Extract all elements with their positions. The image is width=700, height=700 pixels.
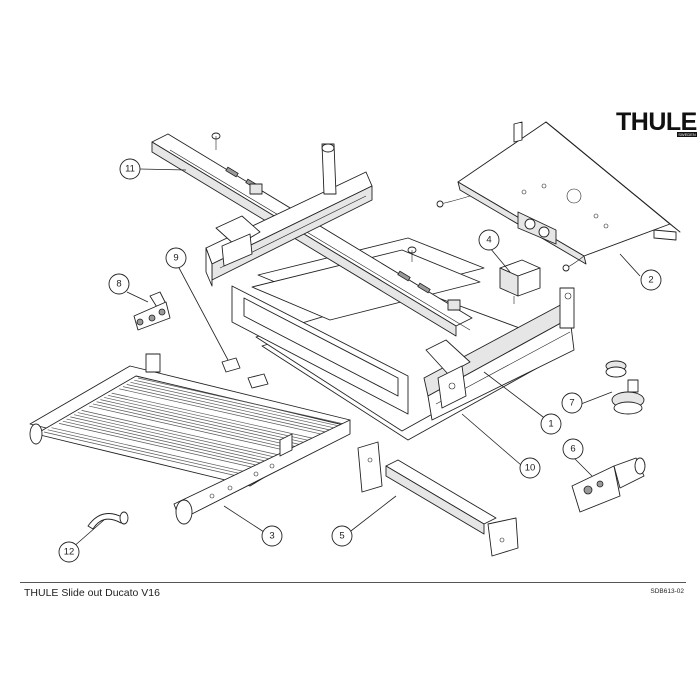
callout-6: 6 — [562, 438, 584, 460]
tread-rib — [51, 427, 254, 475]
tread-rib — [130, 381, 337, 429]
gear-set-part — [605, 360, 645, 415]
front-frame-part — [231, 285, 575, 421]
tread-rib — [85, 407, 290, 456]
callout-1: 1 — [540, 413, 562, 435]
tread-rib — [92, 403, 298, 451]
svg-text:10: 10 — [525, 463, 536, 474]
tread-rib — [126, 384, 333, 431]
tread-rib — [77, 412, 282, 459]
tread-rib — [55, 424, 259, 473]
tread-rib — [81, 410, 286, 457]
svg-text:5: 5 — [339, 531, 344, 542]
callout-9: 9 — [165, 247, 187, 269]
svg-text:4: 4 — [486, 235, 491, 246]
leader-lines — [71, 168, 641, 549]
tread-rib — [119, 388, 325, 436]
callout-2: 2 — [640, 269, 662, 291]
tread-rib — [74, 414, 278, 462]
document-code: SDB613-02 — [650, 588, 684, 595]
tread-rib — [96, 401, 301, 449]
svg-text:3: 3 — [269, 531, 274, 542]
step-tread-part — [29, 353, 351, 525]
svg-text:6: 6 — [570, 444, 575, 455]
svg-text:2: 2 — [648, 275, 653, 286]
tread-rib — [122, 386, 329, 433]
svg-text:1: 1 — [548, 419, 553, 430]
tread-rib — [107, 394, 313, 442]
footer-divider — [20, 582, 686, 583]
footer-title: THULE Slide out Ducato V16 — [24, 587, 160, 599]
callout-11: 11 — [119, 158, 141, 180]
tread-rib — [100, 399, 305, 446]
tread-rib — [111, 392, 317, 440]
callout-8: 8 — [108, 273, 130, 295]
tread-rib — [89, 405, 294, 453]
rear-frame-part — [151, 132, 473, 337]
end-bracket-part — [133, 291, 171, 331]
drive-motor-part — [571, 457, 646, 513]
svg-text:9: 9 — [173, 253, 178, 264]
tread-rib — [43, 431, 247, 479]
tread-rib — [62, 420, 266, 468]
callout-7: 7 — [561, 392, 583, 414]
tread-rib — [58, 423, 262, 470]
tread-rib — [115, 389, 321, 439]
tread-rib — [134, 379, 341, 427]
side-rail-part — [357, 441, 519, 557]
cable-clip-part — [87, 511, 129, 530]
tread-rib — [70, 416, 274, 464]
svg-text:8: 8 — [116, 279, 121, 290]
callout-3: 3 — [261, 525, 283, 547]
callout-5: 5 — [331, 525, 353, 547]
tread-rib — [47, 429, 250, 477]
callout-4: 4 — [478, 229, 500, 251]
callout-10: 10 — [519, 457, 541, 479]
tread-rib — [104, 397, 309, 444]
tread-rib — [66, 418, 270, 466]
tread-rib — [137, 377, 345, 425]
slider-pads-part — [221, 357, 269, 389]
svg-text:11: 11 — [125, 164, 135, 175]
thule-logo: THULE SWEDEN — [616, 108, 697, 137]
callout-12: 12 — [58, 541, 80, 563]
motor-plate-part — [436, 121, 681, 272]
svg-text:7: 7 — [569, 398, 574, 409]
svg-text:12: 12 — [64, 547, 75, 558]
